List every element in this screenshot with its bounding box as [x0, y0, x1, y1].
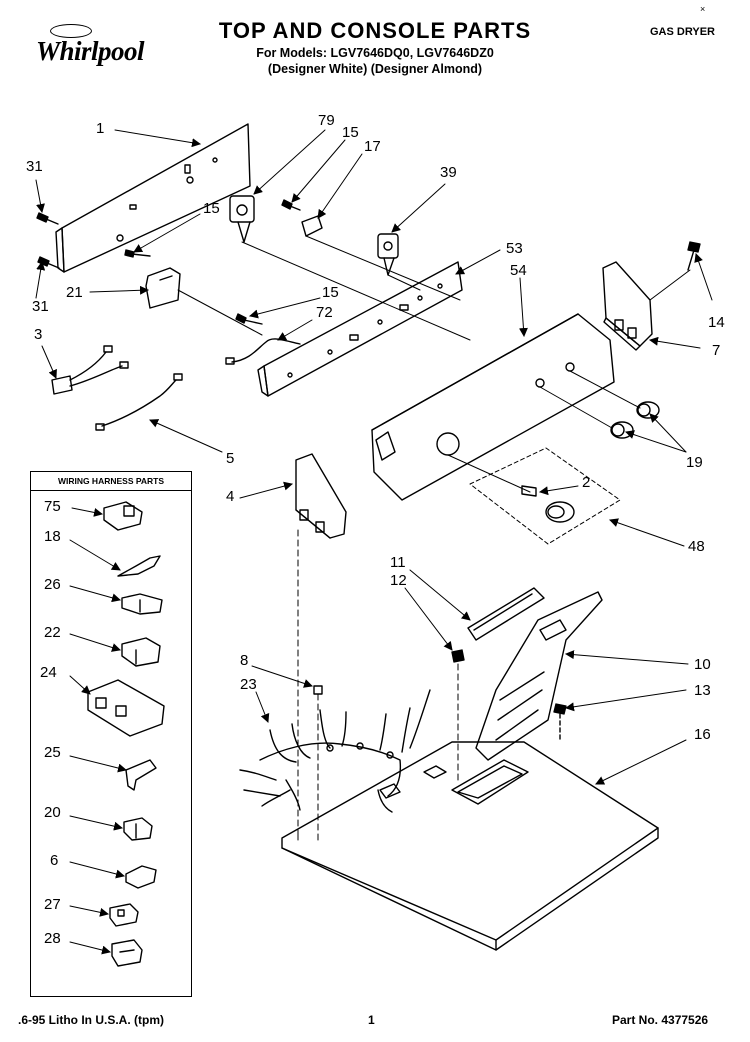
harness-connector-27 — [109, 903, 139, 927]
harness-connector-28 — [111, 939, 143, 967]
switch-part-21 — [145, 267, 181, 309]
screw-14 — [687, 241, 701, 271]
callout-72: 72 — [316, 304, 333, 321]
callout-6: 6 — [50, 852, 59, 869]
callout-48: 48 — [688, 538, 705, 555]
wire-terminal — [225, 357, 235, 365]
screw-15-upper — [281, 199, 301, 211]
control-panel-bracket — [257, 261, 463, 397]
callout-16: 16 — [694, 726, 711, 743]
callout-25: 25 — [44, 744, 61, 761]
knob-part-19-lower — [610, 421, 634, 439]
callout-3: 3 — [34, 326, 43, 343]
wire-part-72 — [231, 338, 301, 363]
timer-part-79 — [229, 195, 255, 243]
knob-part-19-upper — [636, 401, 660, 419]
product-type: GAS DRYER — [650, 26, 715, 38]
callout-15: 15 — [203, 200, 220, 217]
wiring-harness-box: WIRING HARNESS PARTS — [30, 471, 192, 997]
litho-note: .6-95 Litho In U.S.A. (tpm) — [18, 1013, 164, 1027]
part-number: Part No. 4377526 — [612, 1013, 709, 1027]
end-cap-part-7 — [602, 261, 653, 351]
harness-connector-26 — [121, 593, 163, 615]
brand-name: Whirlpool — [36, 36, 145, 66]
wire-harness-part-3 — [51, 345, 129, 395]
harness-connector-75 — [103, 501, 143, 531]
leader-lines — [35, 129, 713, 955]
callout-24: 24 — [40, 664, 57, 681]
page-number: 1 — [368, 1013, 375, 1027]
callout-23: 23 — [240, 676, 257, 693]
page-title: TOP AND CONSOLE PARTS — [218, 18, 532, 43]
end-cap-part-4 — [295, 453, 347, 539]
callout-28: 28 — [44, 930, 61, 947]
callout-8: 8 — [240, 652, 249, 669]
screw-31-top — [36, 212, 59, 225]
dryer-top-cabinet-part-16 — [281, 741, 659, 951]
corner-mark: × — [700, 4, 705, 14]
logo-badge-icon — [50, 24, 92, 38]
switch-part-39 — [377, 233, 399, 276]
callout-18: 18 — [44, 528, 61, 545]
whirlpool-logo: Whirlpool — [36, 22, 174, 82]
screw-15-panel — [124, 249, 151, 258]
console-rear-panel — [55, 123, 251, 273]
timer-knob-part-2 — [521, 485, 575, 523]
harness-connector-20 — [123, 817, 153, 841]
console-front-panel — [371, 313, 615, 501]
screw-15-lower — [235, 313, 263, 325]
callout-22: 22 — [44, 624, 61, 641]
callout-15: 15 — [342, 124, 359, 141]
switch-part-17 — [301, 215, 323, 237]
variants-line: (Designer White) (Designer Almond) — [267, 62, 483, 76]
callout-1: 1 — [96, 120, 105, 137]
callout-21: 21 — [66, 284, 83, 301]
screw-12 — [451, 649, 465, 663]
callout-39: 39 — [440, 164, 457, 181]
callout-19: 19 — [686, 454, 703, 471]
harness-block-24 — [87, 679, 165, 737]
callout-12: 12 — [390, 572, 407, 589]
callout-2: 2 — [582, 474, 591, 491]
harness-terminal-18 — [117, 555, 161, 577]
callout-31: 31 — [26, 158, 43, 175]
harness-clip-25 — [125, 759, 157, 791]
callout-75: 75 — [44, 498, 61, 515]
lint-screen-part-10 — [475, 591, 603, 761]
harness-connector-6 — [125, 865, 157, 889]
clip-part-8 — [313, 685, 323, 695]
callout-31: 31 — [32, 298, 49, 315]
callout-79: 79 — [318, 112, 335, 129]
callout-54: 54 — [510, 262, 527, 279]
callout-10: 10 — [694, 656, 711, 673]
screw-13 — [553, 703, 567, 741]
callout-7: 7 — [712, 342, 721, 359]
callout-5: 5 — [226, 450, 235, 467]
callout-15: 15 — [322, 284, 339, 301]
models-line: For Models: LGV7646DQ0, LGV7646DZ0 — [256, 46, 494, 60]
callout-14: 14 — [708, 314, 725, 331]
callout-11: 11 — [390, 554, 406, 571]
lint-screen-cover-part-11 — [467, 587, 545, 641]
callout-26: 26 — [44, 576, 61, 593]
harness-connector-22 — [121, 637, 161, 667]
callout-13: 13 — [694, 682, 711, 699]
callout-27: 27 — [44, 896, 61, 913]
callout-4: 4 — [226, 488, 235, 505]
wire-part-5 — [95, 373, 183, 431]
wiring-harness-part-23 — [239, 689, 431, 813]
callout-20: 20 — [44, 804, 61, 821]
callout-53: 53 — [506, 240, 523, 257]
wiring-harness-title: WIRING HARNESS PARTS — [31, 472, 191, 491]
callout-17: 17 — [364, 138, 381, 155]
